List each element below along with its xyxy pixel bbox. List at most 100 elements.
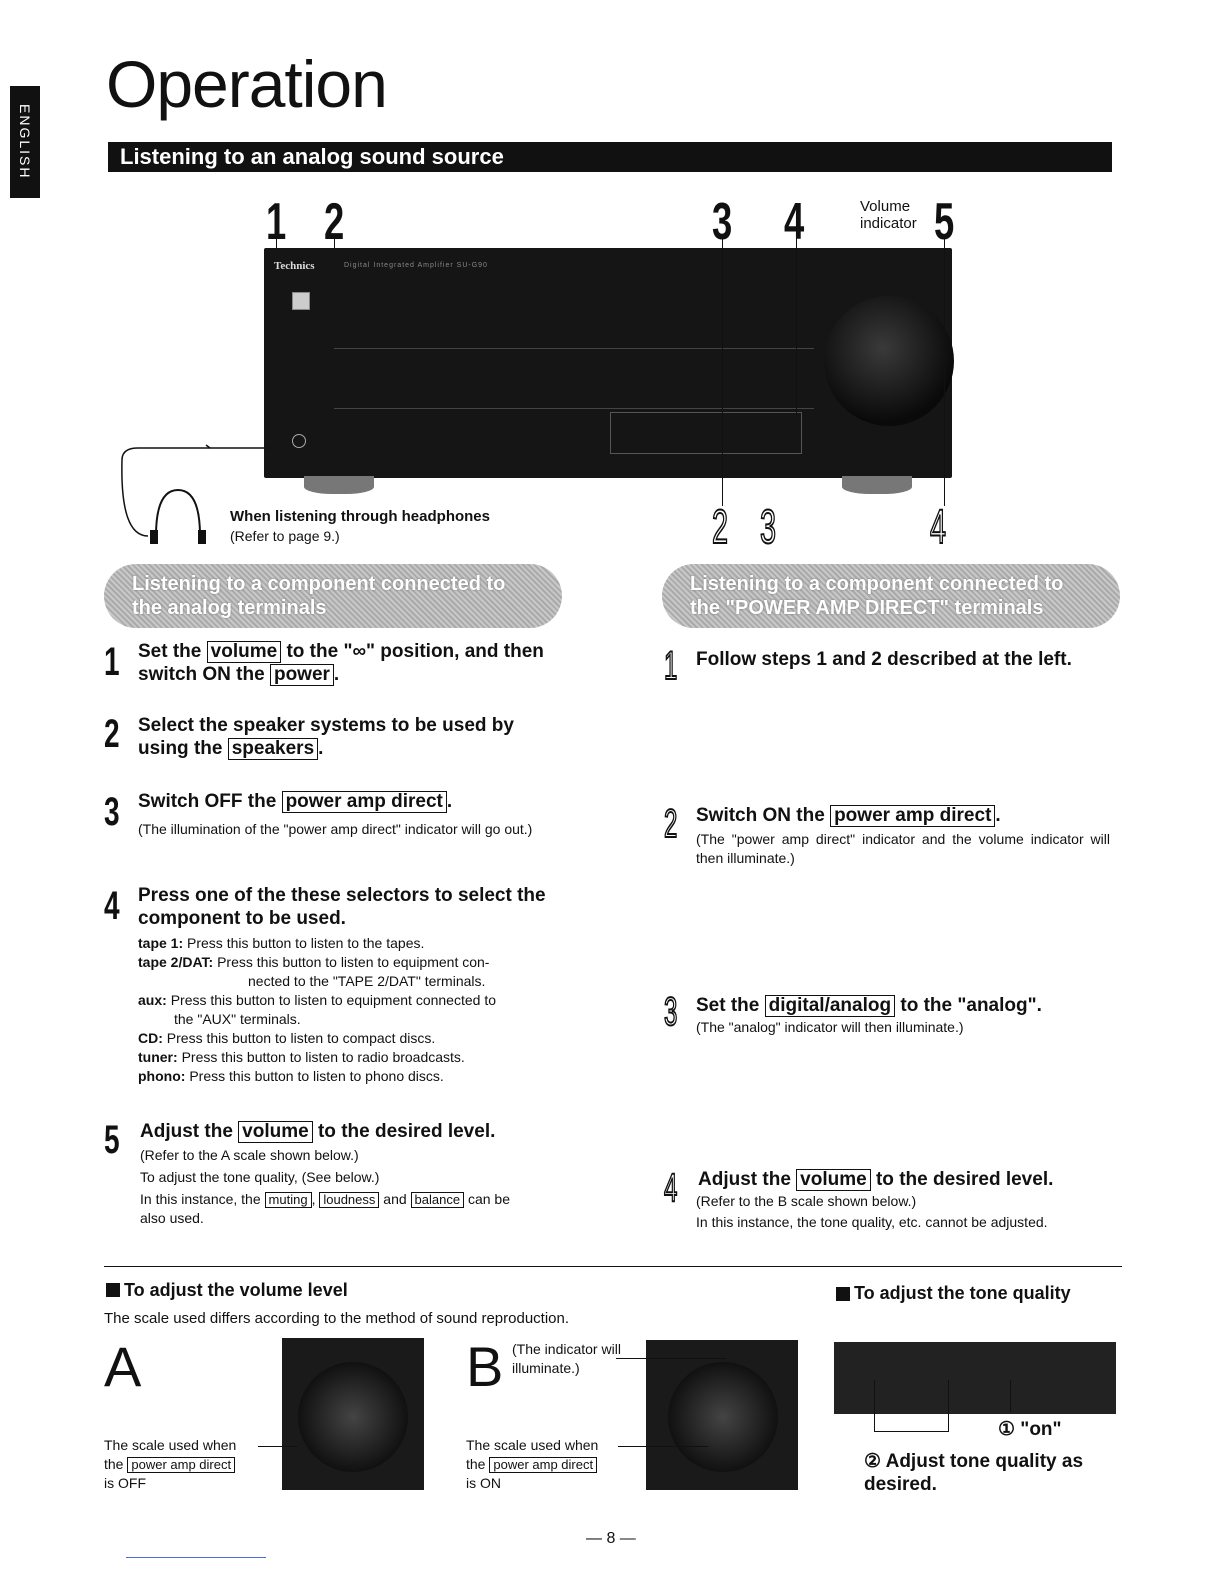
caption-line: The scale used when xyxy=(104,1437,237,1453)
selector-desc: Press this button to listen to compact d… xyxy=(166,1030,436,1046)
step-text: . xyxy=(446,791,453,812)
note-line: In this instance, the tone quality, etc.… xyxy=(696,1214,1048,1230)
left-step-2: Select the speaker systems to be used by… xyxy=(138,714,558,760)
selector-key: tape 1: xyxy=(138,935,184,951)
step-text: . xyxy=(995,805,1001,826)
callout-bottom-2: 2 xyxy=(711,501,729,554)
tone-control-photo xyxy=(834,1342,1116,1414)
power-amp-direct-label: power amp direct xyxy=(281,791,447,813)
selector-key: CD: xyxy=(138,1030,163,1046)
step-text: Set the xyxy=(138,641,202,662)
selector-desc: Press this button to listen to the tapes… xyxy=(187,935,425,951)
right-step-4: Adjust the volume to the desired level. xyxy=(698,1168,1118,1191)
callout-4: 4 xyxy=(784,193,805,251)
step-number: 1 xyxy=(104,640,120,684)
volume-section-subtitle: The scale used differs according to the … xyxy=(104,1310,570,1327)
step-number: 1 xyxy=(663,644,678,688)
left-step-5-notes: (Refer to the A scale shown below.) To a… xyxy=(140,1146,570,1228)
step-number: 4 xyxy=(104,884,120,928)
section-heading-text: Listening to an analog sound source xyxy=(120,144,504,169)
section-heading: Listening to an analog sound source xyxy=(108,142,1112,172)
balance-control-label: balance xyxy=(410,1192,465,1208)
panel-divider xyxy=(334,348,814,349)
note-line: (Refer to the A scale shown below.) xyxy=(140,1147,359,1163)
right-step-1: Follow steps 1 and 2 described at the le… xyxy=(696,649,1072,670)
left-column-header: Listening to a component connected to th… xyxy=(104,564,562,628)
selector-key: phono: xyxy=(138,1068,186,1084)
scale-a-letter: A xyxy=(104,1335,142,1398)
leader-line xyxy=(874,1380,875,1432)
scale-b-caption: The scale used when the power amp direct… xyxy=(466,1436,598,1493)
step-text: . xyxy=(333,664,340,685)
power-amp-direct-label: power amp direct xyxy=(830,805,996,827)
volume-control-label: volume xyxy=(206,641,282,663)
muting-control-label: muting xyxy=(264,1192,312,1208)
leader-line xyxy=(258,1446,298,1447)
selector-desc: Press this button to listen to radio bro… xyxy=(181,1049,465,1065)
volume-knob xyxy=(668,1362,778,1472)
right-step-3-note: (The "analog" indicator will then illumi… xyxy=(696,1019,964,1035)
caption-line: the power amp direct xyxy=(104,1455,236,1474)
right-step-4-notes: (Refer to the B scale shown below.) In t… xyxy=(696,1192,1116,1232)
step-number: 5 xyxy=(104,1118,120,1162)
callout-2: 2 xyxy=(324,193,345,251)
caption-text: the xyxy=(466,1456,486,1472)
right-step-3: Set the digital/analog to the "analog". xyxy=(696,994,1116,1017)
left-column-header-text: Listening to a component connected to th… xyxy=(132,573,506,619)
right-column-header: Listening to a component connected to th… xyxy=(662,564,1120,628)
tone-on-label: ① "on" xyxy=(998,1419,1062,1440)
callout-bottom-3: 3 xyxy=(759,501,777,554)
caption-line: The scale used when xyxy=(466,1437,599,1453)
leader-line xyxy=(874,1431,949,1432)
headphones-caption: When listening through headphones xyxy=(230,508,490,525)
power-button xyxy=(292,292,310,310)
scale-a-photo xyxy=(282,1338,424,1490)
step-text: Select the speaker systems to be used by… xyxy=(138,715,514,759)
loudness-control-label: loudness xyxy=(319,1192,380,1208)
right-column-header-text: Listening to a component connected to th… xyxy=(690,573,1064,619)
step-text: . xyxy=(318,738,324,759)
right-step-2: Switch ON the power amp direct. xyxy=(696,804,1116,827)
volume-control-label: volume xyxy=(796,1169,871,1191)
scale-b-letter: B xyxy=(466,1335,504,1398)
step-text: Set the xyxy=(696,995,760,1016)
selector-item: phono: Press this button to listen to ph… xyxy=(138,1067,568,1086)
left-step-3: Switch OFF the power amp direct. xyxy=(138,790,558,813)
step-number: 4 xyxy=(663,1166,678,1210)
volume-indicator-label: Volume indicator xyxy=(860,198,917,232)
selector-key: aux: xyxy=(138,992,167,1008)
headphone-jack xyxy=(292,434,306,448)
selector-item: CD: Press this button to listen to compa… xyxy=(138,1029,568,1048)
bullet-square xyxy=(836,1287,850,1301)
headphones-icon xyxy=(121,444,268,544)
note-text: can be xyxy=(467,1191,511,1207)
power-amp-direct-label: power amp direct xyxy=(127,1457,236,1473)
volume-control-label: volume xyxy=(238,1121,313,1143)
scale-a-caption: The scale used when the power amp direct… xyxy=(104,1436,236,1493)
step-text: to the "analog". xyxy=(900,995,1042,1016)
callout-1: 1 xyxy=(266,193,287,251)
selector-desc-cont: nected to the "TAPE 2/DAT" terminals. xyxy=(248,973,486,989)
selector-desc-cont: the "AUX" terminals. xyxy=(174,1011,301,1027)
callout-3: 3 xyxy=(712,193,733,251)
digital-analog-label: digital/analog xyxy=(764,995,896,1017)
step-number: 2 xyxy=(104,712,120,756)
note-line: In this instance, the muting, loudness a… xyxy=(140,1190,570,1209)
amp-foot xyxy=(304,476,374,494)
volume-section-title: To adjust the volume level xyxy=(124,1280,348,1300)
section-divider xyxy=(104,1266,1122,1267)
selector-desc: Press this button to listen to equipment… xyxy=(217,954,490,970)
note-line: To adjust the tone quality, (See below.) xyxy=(140,1169,380,1185)
caption-line: is ON xyxy=(466,1475,501,1491)
step-text: Adjust the xyxy=(140,1121,233,1142)
left-step-3-note: (The illumination of the "power amp dire… xyxy=(138,821,533,837)
selector-item: tape 1: Press this button to listen to t… xyxy=(138,934,568,953)
selector-list: tape 1: Press this button to listen to t… xyxy=(138,934,568,1086)
selector-desc: Press this button to listen to phono dis… xyxy=(189,1068,444,1084)
selector-desc: Press this button to listen to equipment… xyxy=(170,992,496,1008)
right-step-2-note: (The "power amp direct" indicator and th… xyxy=(696,831,1110,866)
callout-bottom-4: 4 xyxy=(929,501,947,554)
note-text: and xyxy=(383,1191,407,1207)
step-text: Adjust the xyxy=(698,1169,791,1190)
power-control-label: power xyxy=(269,664,334,686)
